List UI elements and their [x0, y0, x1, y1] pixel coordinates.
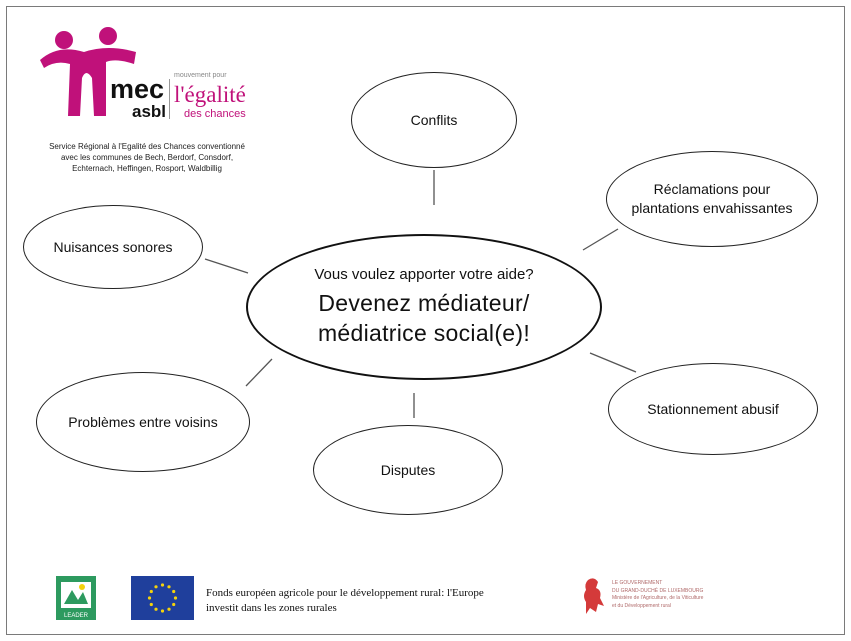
central-node: Vous voulez apporter votre aide? Devenez…	[246, 234, 602, 380]
fonds-europeen-text: Fonds européen agricole pour le développ…	[206, 586, 556, 616]
node-conflits: Conflits	[351, 72, 517, 168]
node-disputes: Disputes	[313, 425, 503, 515]
fonds-line-2: investit dans les zones rurales	[206, 601, 337, 614]
lux-line-4: et du Développement rural	[612, 602, 671, 609]
mec-figures-icon	[40, 27, 136, 116]
logo-divider	[169, 79, 170, 119]
logo-des-chances-text: des chances	[184, 108, 246, 120]
node-disputes-label: Disputes	[380, 461, 436, 478]
node-reclamations-line-2: plantations envahissantes	[631, 200, 793, 216]
node-stationnement-label: Stationnement abusif	[647, 400, 779, 417]
service-regional-text: Service Régional à l'Egalité des Chances…	[16, 141, 278, 175]
leader-logo-text: LEADER	[64, 613, 89, 619]
luxembourg-lion-icon	[584, 578, 604, 614]
central-title-line-1: Devenez médiateur/	[318, 290, 530, 317]
node-nuisances: Nuisances sonores	[23, 205, 203, 289]
service-line-1: Service Régional à l'Egalité des Chances…	[49, 142, 245, 151]
lux-line-3: Ministère de l'Agriculture, de la Viticu…	[612, 595, 704, 601]
logo-egalite-text: l'égalité	[174, 82, 246, 107]
logo-tagline: mouvement pour	[174, 72, 227, 79]
node-problemes: Problèmes entre voisins	[36, 372, 250, 472]
connector-reclamations	[582, 228, 619, 251]
lux-line-1: LE GOUVERNEMENT	[612, 580, 663, 586]
logo-mec-text: mec	[110, 74, 165, 104]
node-conflits-label: Conflits	[410, 111, 458, 128]
luxembourg-gov-text: LE GOUVERNEMENT DU GRAND-DUCHÉ DE LUXEMB…	[612, 580, 732, 610]
lux-line-2: DU GRAND-DUCHÉ DE LUXEMBOURG	[612, 587, 704, 594]
service-line-3: Echternach, Heffingen, Rosport, Waldbill…	[72, 164, 222, 174]
page-frame	[6, 6, 845, 635]
node-reclamations-line-1: Réclamations pour	[653, 181, 771, 198]
leader-logo-icon: LEADER	[56, 576, 96, 620]
central-question: Vous voulez apporter votre aide?	[314, 265, 534, 283]
eu-flag-icon	[131, 576, 194, 620]
service-line-2: avec les communes de Bech, Berdorf, Cons…	[60, 153, 234, 163]
fonds-line-1: Fonds européen agricole pour le développ…	[206, 587, 484, 599]
central-title-line-2: médiatrice social(e)!	[317, 320, 531, 347]
node-reclamations: Réclamations pour plantations envahissan…	[606, 151, 818, 247]
connector-problemes	[245, 358, 273, 387]
node-nuisances-label: Nuisances sonores	[53, 238, 173, 255]
connector-stationnement	[589, 352, 637, 373]
node-stationnement: Stationnement abusif	[608, 363, 818, 455]
mec-logo: mouvement pour mec l'égalité asbl des ch…	[36, 22, 256, 132]
logo-asbl-text: asbl	[132, 102, 167, 121]
node-problemes-label: Problèmes entre voisins	[68, 413, 218, 430]
connector-nuisances	[204, 258, 249, 274]
